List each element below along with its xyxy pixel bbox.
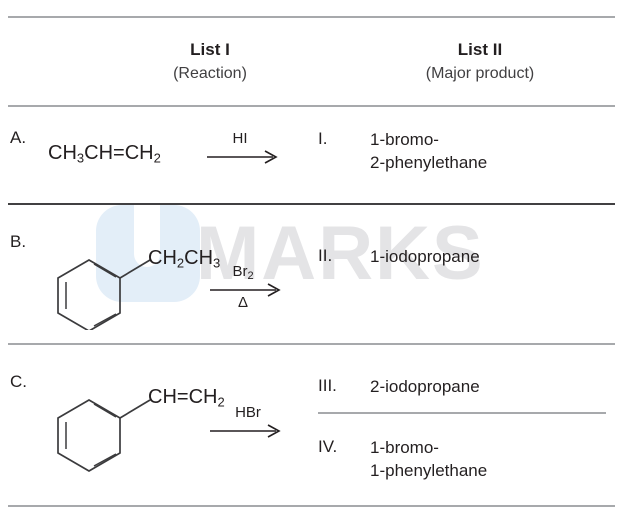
reaction-a-reagent-above: HI: [232, 130, 248, 147]
product-name-ii: 1-iodopropane: [370, 247, 480, 266]
reaction-a-double-bond: =: [113, 142, 125, 164]
rule-table-top: [8, 16, 615, 18]
reaction-c-benzene-ring-icon: [57, 399, 151, 472]
reaction-a-arrow-icon: [207, 150, 278, 164]
rule-row-b-c: [8, 343, 615, 345]
product-name-iii: 2-iodopropane: [370, 377, 480, 396]
product-name-iv: 1-bromo- 1-phenylethane: [370, 438, 488, 480]
header-list-i-subtitle: (Reaction): [173, 65, 247, 82]
reaction-c-substituent: CH=CH2: [148, 386, 225, 414]
product-num-iv: IV.: [318, 437, 338, 456]
rule-row-a-b: [8, 203, 615, 205]
product-num-i: I.: [318, 129, 328, 148]
reaction-c-double-bond: =: [176, 386, 189, 408]
reaction-c-arrow-icon: [210, 424, 281, 438]
reaction-a-formula: CH3CH=CH2: [48, 142, 161, 170]
rule-product-iii-iv: [318, 412, 606, 414]
reaction-c-ch2: CH2: [188, 386, 225, 410]
header-list-ii-subtitle: (Major product): [425, 65, 535, 82]
rule-under-header: [8, 105, 615, 107]
reaction-b-reagent-below: Δ: [237, 294, 249, 311]
reaction-c-reagent-above: HBr: [235, 404, 261, 421]
row-label-a: A.: [10, 128, 27, 147]
reaction-b-arrow-icon: [210, 283, 281, 297]
rule-table-bottom: [8, 505, 615, 507]
header-list-i-title: List I: [190, 40, 230, 59]
reaction-a-reactant-tail: CH2: [124, 142, 161, 166]
product-num-ii: II.: [318, 246, 333, 265]
row-label-c: C.: [10, 372, 27, 391]
header-list-ii-title: List II: [457, 40, 503, 59]
reaction-b-substituent: CH2CH3: [148, 247, 221, 271]
reaction-a-reactant: CH3CH: [48, 142, 114, 166]
row-label-b: B.: [10, 232, 27, 251]
product-num-iii: III.: [318, 376, 337, 395]
product-name-i: 1-bromo- 2-phenylethane: [370, 130, 488, 172]
reaction-c-ch: CH: [148, 386, 177, 408]
reaction-b-reagent-above: Br2: [232, 263, 254, 283]
header-list-i: List I (Reaction): [60, 38, 360, 86]
header-list-ii: List II (Major product): [345, 38, 615, 86]
